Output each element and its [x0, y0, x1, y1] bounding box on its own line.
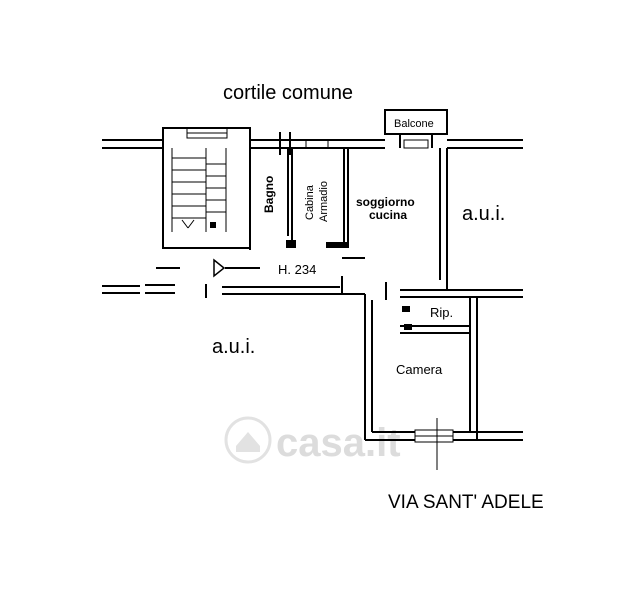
- living-label-line1: soggiorno: [356, 195, 415, 209]
- bathroom-label: Bagno: [262, 176, 276, 213]
- courtyard-label: cortile comune: [223, 82, 353, 104]
- bedroom-label: Camera: [396, 362, 443, 377]
- storage-label: Rip.: [430, 305, 453, 320]
- closet-label-line2: Armadio: [318, 181, 330, 222]
- balcony-label: Balcone: [394, 118, 434, 130]
- aui-right-label: a.u.i.: [462, 203, 505, 225]
- house-logo-icon: [224, 416, 272, 464]
- watermark-text: casa.it: [276, 421, 401, 465]
- walls: [102, 109, 523, 470]
- height-label: H. 234: [278, 262, 316, 277]
- living-label-line2: cucina: [369, 208, 407, 222]
- street-label: VIA SANT' ADELE: [388, 492, 544, 513]
- closet-label-line1: Cabina: [304, 184, 316, 220]
- staircase: [171, 148, 227, 232]
- watermark: casa.it: [224, 416, 401, 465]
- aui-left-label: a.u.i.: [212, 336, 255, 358]
- entrance-arrow-icon: [213, 258, 226, 278]
